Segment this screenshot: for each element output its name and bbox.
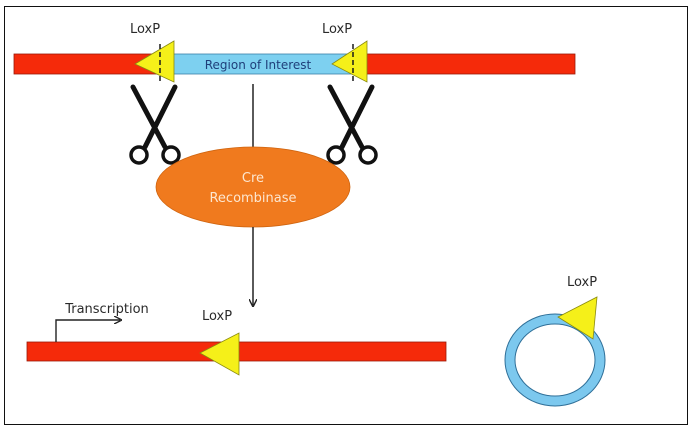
loxp-site-left: LoxP (130, 22, 175, 84)
transcription-arrow-icon (55, 320, 120, 342)
circle-inner (514, 323, 596, 397)
cre-label-line2: Recombinase (209, 191, 296, 206)
scissors-left-icon (129, 84, 181, 165)
transcription-label: Transcription (64, 302, 149, 317)
bottom-loxp-label: LoxP (202, 309, 232, 324)
scissors-right-icon (326, 84, 378, 165)
loxp-right-triangle (331, 40, 368, 83)
top-strand-right-segment (353, 53, 576, 75)
circle-loxp-triangle (557, 296, 598, 340)
diagram-frame (4, 6, 688, 425)
region-of-interest-label: Region of Interest (205, 58, 312, 72)
top-dna-strand: Region of Interest (13, 53, 576, 75)
bottom-loxp-triangle (199, 332, 240, 376)
loxp-left-label: LoxP (130, 22, 160, 37)
loxp-site-right: LoxP (322, 22, 368, 84)
cre-recombinase-ellipse (155, 146, 351, 228)
cre-label-line1: Cre (242, 171, 264, 186)
cre-recombinase: Cre Recombinase (155, 146, 351, 228)
circle-loxp-label: LoxP (567, 275, 597, 290)
excised-circular-dna: LoxP (504, 275, 606, 407)
loxp-right-label: LoxP (322, 22, 352, 37)
bottom-dna-strand: LoxP Transcription (26, 302, 447, 376)
loxp-left-triangle (134, 40, 175, 83)
